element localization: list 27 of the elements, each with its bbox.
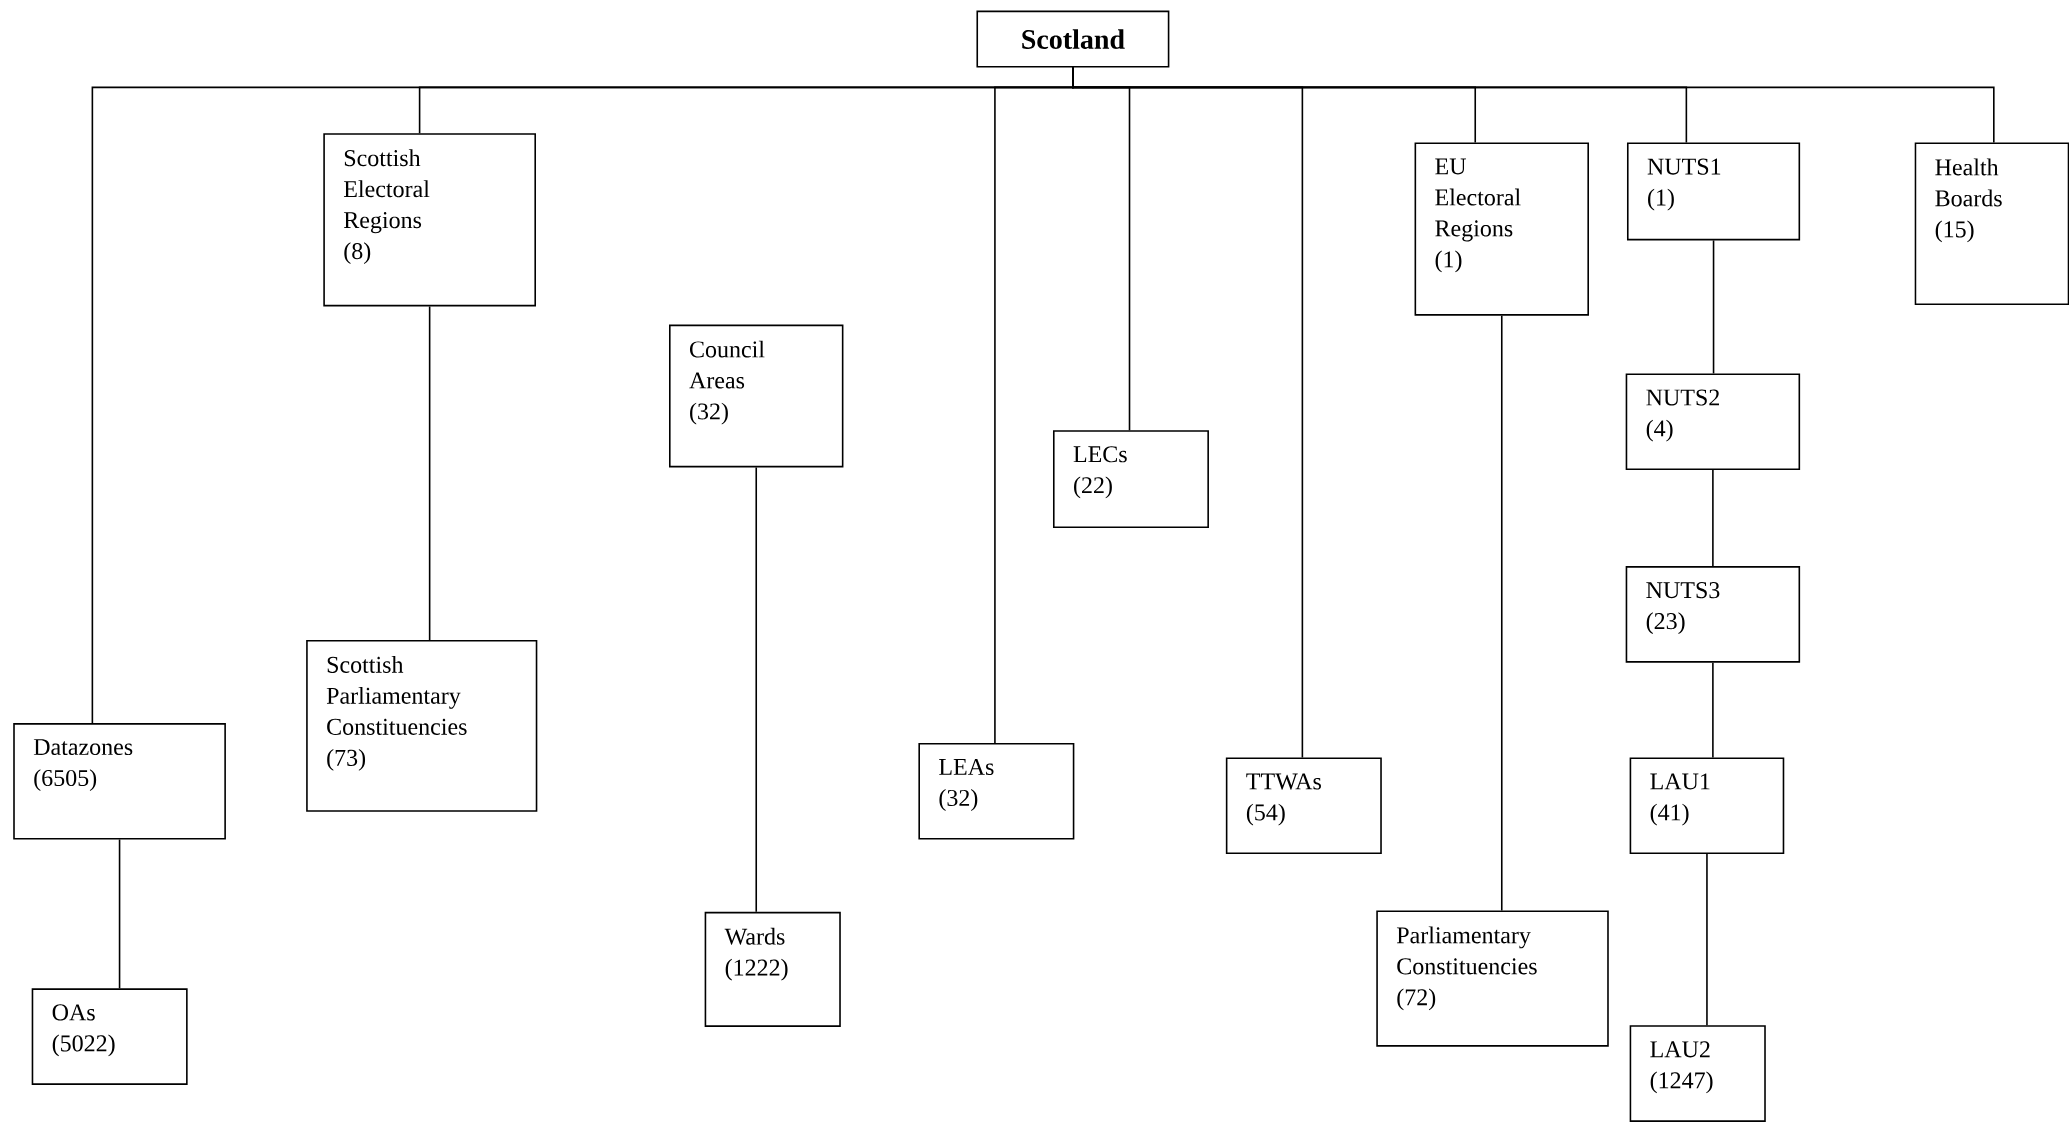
label-box: Wards (1222) [704, 911, 841, 1027]
label-box: Parliamentary Constituencies (72) [1376, 910, 1609, 1047]
connector-line [1712, 239, 1715, 375]
label-box: LAU2 (1247) [1629, 1025, 1766, 1122]
label-box: NUTS1 (1) [1627, 142, 1801, 241]
label-box: NUTS3 (23) [1625, 566, 1801, 663]
label-box: LECs (22) [1053, 430, 1209, 529]
connector-line [428, 305, 431, 641]
label-box: LAU1 (41) [1629, 757, 1785, 854]
connector-line [1500, 314, 1503, 912]
label-box: Datazones (6505) [13, 723, 226, 840]
label-box: Scottish Parliamentary Constituencies (73) [306, 639, 538, 812]
connector-line [118, 838, 121, 990]
label-box: LEAs (32) [918, 742, 1075, 840]
label-box: Council Areas (32) [669, 324, 844, 468]
connector-line [1706, 853, 1708, 1027]
label-box: Health Boards (15) [1914, 142, 2069, 306]
label-box: TTWAs (54) [1225, 757, 1382, 854]
label-box: NUTS2 (4) [1625, 373, 1801, 471]
label-box: EU Electoral Regions (1) [1414, 142, 1589, 316]
label-box: Scottish Electoral Regions (8) [323, 133, 536, 307]
connector-line [1712, 661, 1714, 759]
connector-line [1072, 66, 1995, 144]
label-box: Scotland [976, 10, 1170, 68]
connector-line [1712, 469, 1714, 567]
connector-line [755, 466, 758, 913]
label-box: OAs (5022) [31, 988, 188, 1085]
